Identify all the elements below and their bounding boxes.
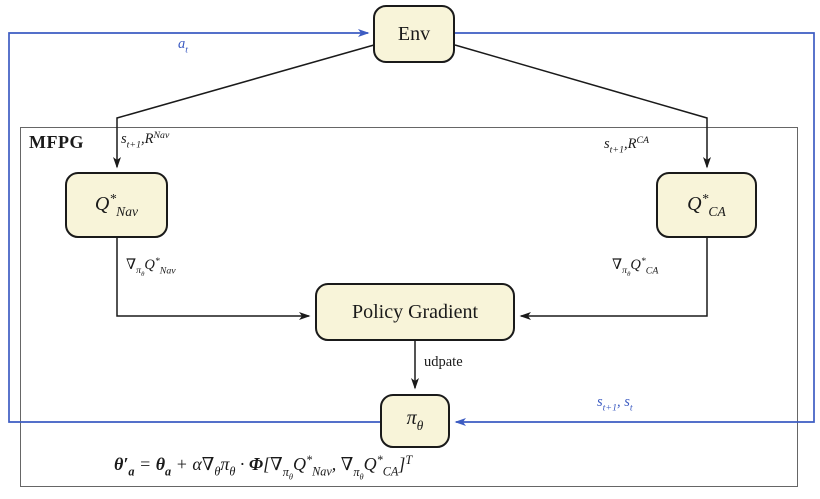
node-q-ca: Q*CA — [656, 172, 757, 238]
grad-nav-label: ∇πθQ*Nav — [126, 256, 176, 279]
node-q-ca-label: Q*CA — [687, 190, 726, 219]
node-q-nav: Q*Nav — [65, 172, 168, 238]
node-policy-gradient: Policy Gradient — [315, 283, 515, 341]
env-to-qnav-arrow — [113, 44, 375, 169]
env-to-qca-arrow — [454, 44, 711, 169]
node-pi-theta-label: πθ — [406, 407, 424, 434]
mfpg-frame — [20, 127, 798, 487]
node-env: Env — [373, 5, 455, 63]
qnav-to-pg-arrow — [116, 238, 311, 320]
mfpg-frame-label: MFPG — [29, 132, 84, 152]
update-label: udpate — [424, 354, 463, 370]
qca-to-pg-arrow — [519, 238, 708, 320]
action-label: at — [178, 36, 188, 56]
state-loop-path — [454, 32, 815, 426]
state-reward-nav-label: st+1,RNav — [121, 130, 170, 151]
grad-ca-label: ∇πθQ*CA — [612, 256, 659, 279]
node-policy-gradient-label: Policy Gradient — [351, 300, 479, 323]
action-loop-path — [8, 29, 380, 423]
update-formula: θ′a = θa + α∇θπθ · Φ[∇πθQ*Nav, ∇πθQ*CA]T — [114, 453, 413, 482]
node-q-nav-label: Q*Nav — [94, 190, 139, 219]
state-reward-ca-label: st+1,RCA — [604, 135, 650, 156]
node-env-label: Env — [397, 22, 431, 45]
state-label: st+1, st — [597, 394, 633, 414]
node-pi-theta: πθ — [380, 394, 450, 448]
